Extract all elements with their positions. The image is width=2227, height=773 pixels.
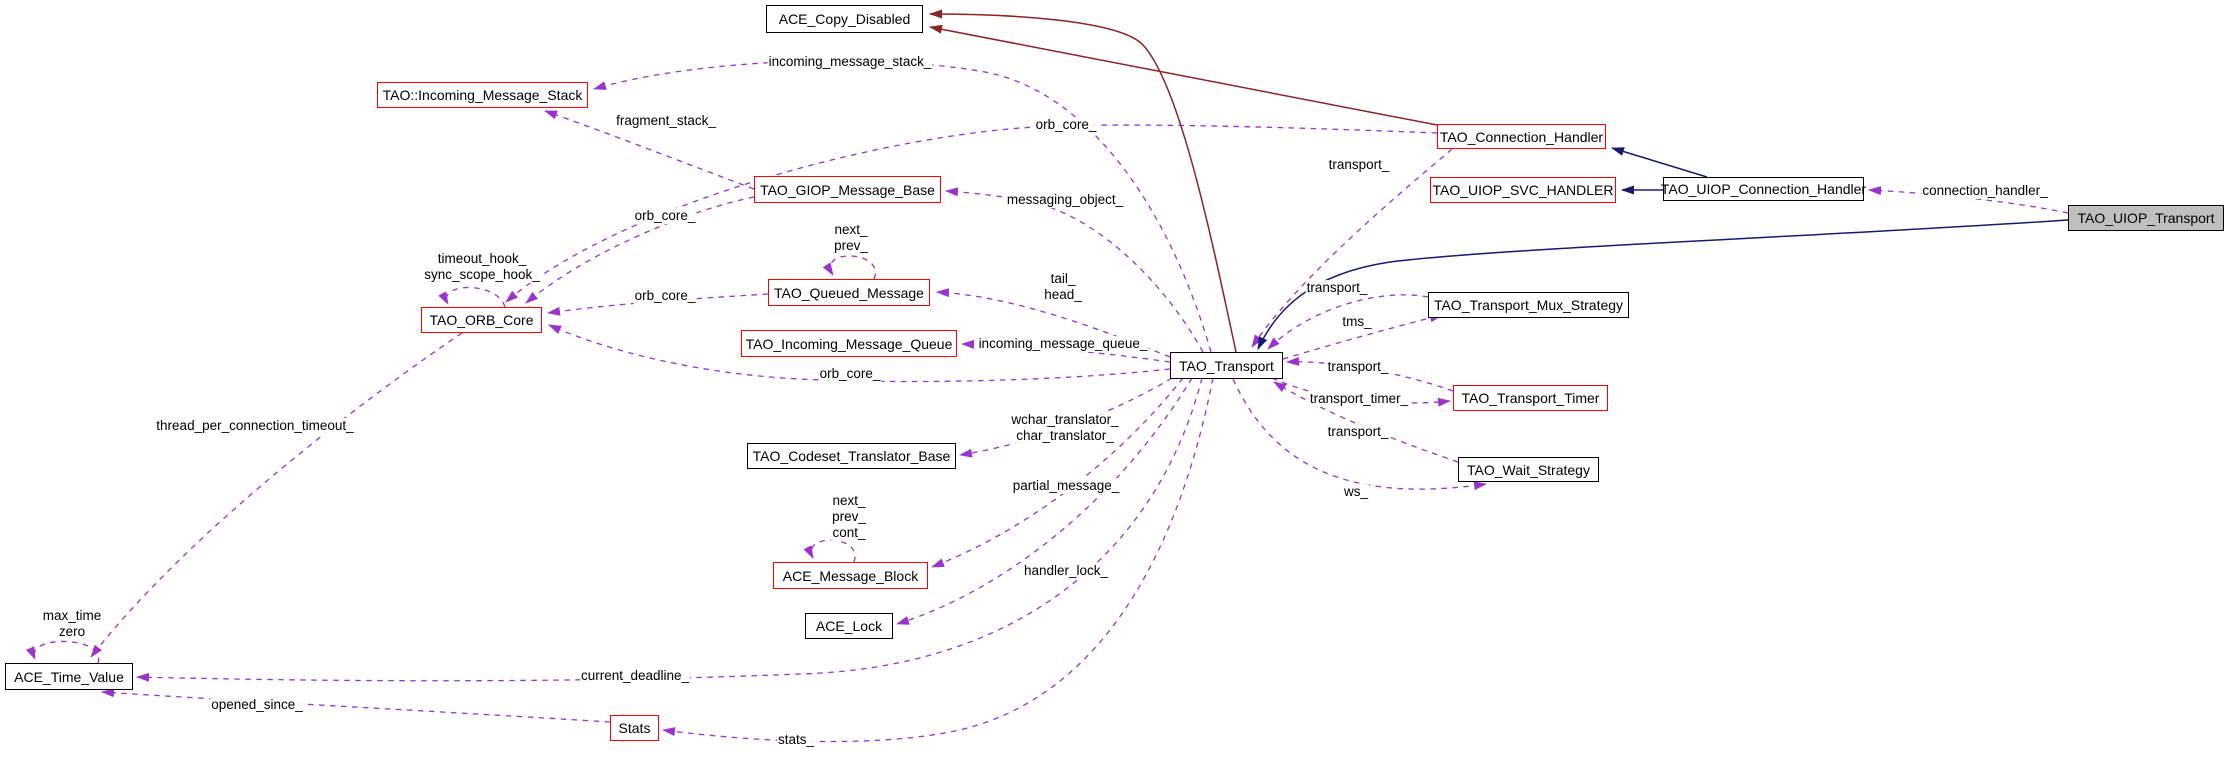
edge-label-orb-core-giop: orb_core_ [633, 208, 697, 224]
node-label: Stats [618, 720, 651, 736]
edge-label-wchar-char: wchar_translator_ char_translator_ [1010, 412, 1120, 444]
edge-transport-to-wait_strategy [1232, 378, 1487, 491]
edge-connection_handler-to-transport [1251, 148, 1453, 348]
edge-queued_message-to-queued_message [822, 255, 877, 280]
node-orb_core[interactable]: TAO_ORB_Core [421, 307, 542, 333]
edge-label-orb-core-transport: orb_core_ [818, 366, 882, 382]
edge-label-timeout-sync: timeout_hook_ sync_scope_hook_ [423, 251, 541, 283]
node-label: TAO_Transport_Mux_Strategy [1433, 297, 1624, 313]
edge-label-tail-head: tail_ head_ [1043, 271, 1083, 303]
edge-uiop_transport-to-transport [1257, 219, 2069, 350]
edge-label-tms: tms_ [1341, 314, 1373, 330]
node-label: TAO_GIOP_Message_Base [760, 181, 935, 198]
edge-label-max-time-zero: max_time zero [41, 608, 103, 640]
node-label: TAO_Codeset_Translator_Base [752, 448, 951, 464]
edge-label-next-prev-cont: next_ prev_ cont_ [831, 493, 867, 541]
edge-uiop_connection_handler-to-connection_handler [1611, 147, 1708, 178]
edge-label-transport-timer: transport_timer_ [1308, 391, 1410, 407]
edge-transport-to-orb_core [548, 324, 1171, 383]
edge-label-incoming-message-queue: incoming_message_queue_ [977, 336, 1149, 352]
node-incoming_message_queue[interactable]: TAO_Incoming_Message_Queue [741, 330, 957, 357]
node-transport_timer[interactable]: TAO_Transport_Timer [1453, 385, 1608, 411]
node-label: TAO_Queued_Message [774, 284, 924, 301]
node-label: TAO_Wait_Strategy [1467, 461, 1590, 478]
node-label: TAO_Transport [1179, 357, 1274, 374]
node-label: TAO_Transport_Timer [1461, 390, 1600, 406]
node-transport[interactable]: TAO_Transport [1170, 352, 1283, 379]
edge-transport-to-incoming_message_queue [961, 339, 1171, 363]
edge-orb_core-to-time_value [90, 332, 463, 658]
node-queued_message[interactable]: TAO_Queued_Message [768, 279, 930, 306]
node-label: ACE_Time_Value [14, 668, 124, 685]
node-giop_message_base[interactable]: TAO_GIOP_Message_Base [754, 176, 941, 203]
edge-transport-to-giop_message_base [945, 187, 1204, 353]
edge-label-handler-lock: handler_lock_ [1022, 563, 1110, 579]
edge-orb_core-to-orb_core [438, 286, 506, 308]
edge-label-stats: stats_ [776, 732, 816, 748]
edge-transport-to-ace_copy_disabled [929, 9, 1237, 353]
node-label: TAO_Incoming_Message_Queue [745, 335, 953, 352]
node-label: TAO_ORB_Core [429, 312, 534, 328]
edge-label-transport-timer-back: transport_ [1326, 359, 1390, 375]
edge-label-transport-wait: transport_ [1326, 424, 1390, 440]
edge-label-opened-since: opened_since_ [210, 697, 304, 713]
node-label: ACE_Message_Block [782, 567, 919, 584]
node-codeset_translator[interactable]: TAO_Codeset_Translator_Base [747, 443, 956, 469]
edge-label-thread-per-connection: thread_per_connection_timeout_ [155, 418, 355, 434]
edge-transport-to-ace_lock [896, 377, 1193, 625]
edge-time_value-to-time_value [26, 640, 100, 664]
node-uiop_connection_handler[interactable]: TAO_UIOP_Connection_Handler [1660, 177, 1867, 201]
node-uiop_transport[interactable]: TAO_UIOP_Transport [2068, 205, 2224, 231]
edge-giop_message_base-to-orb_core [525, 196, 755, 304]
edge-label-transport-mux: transport_ [1305, 280, 1369, 296]
edge-transport-to-mux_strategy [1282, 313, 1443, 360]
node-label: ACE_Lock [815, 618, 883, 634]
edge-label-incoming-message-stack: incoming_message_stack_ [767, 54, 933, 70]
node-mux_strategy[interactable]: TAO_Transport_Mux_Strategy [1428, 292, 1629, 318]
node-uiop_svc_handler[interactable]: TAO_UIOP_SVC_HANDLER [1430, 177, 1616, 203]
node-label: TAO_UIOP_SVC_HANDLER [1432, 182, 1614, 198]
edge-label-orb-core-queued: orb_core_ [633, 288, 697, 304]
node-ace_copy_disabled[interactable]: ACE_Copy_Disabled [766, 5, 923, 33]
edge-label-fragment-stack: fragment_stack_ [615, 113, 717, 129]
edge-label-current-deadline: current_deadline_ [579, 668, 691, 684]
edge-label-connection-handler: connection_handler_ [1921, 183, 2049, 199]
node-stats[interactable]: Stats [610, 715, 659, 741]
node-label: TAO_UIOP_Transport [2077, 210, 2215, 226]
node-ace_lock[interactable]: ACE_Lock [805, 613, 893, 639]
edge-transport-to-stats [662, 377, 1214, 743]
node-time_value[interactable]: ACE_Time_Value [5, 663, 133, 690]
edge-message_block-to-message_block [803, 539, 856, 563]
edge-stats-to-time_value [101, 688, 611, 723]
edge-giop_message_base-to-incoming_message_stack [544, 110, 755, 190]
edge-label-orb-core-top: orb_core_ [1034, 117, 1098, 133]
edge-connection_handler-to-ace_copy_disabled [929, 24, 1438, 126]
node-label: ACE_Copy_Disabled [778, 11, 911, 27]
edge-label-next-prev: next_ prev_ [833, 222, 869, 254]
edge-label-transport-top: transport_ [1327, 157, 1391, 173]
node-message_block[interactable]: ACE_Message_Block [773, 562, 928, 589]
edge-label-messaging-object: messaging_object_ [1005, 192, 1125, 208]
node-label: TAO_Connection_Handler [1439, 128, 1604, 145]
edge-label-ws: ws_ [1342, 484, 1370, 500]
edge-transport-to-incoming_message_stack [593, 60, 1212, 353]
edge-transport-to-time_value [136, 377, 1203, 682]
edge-transport-to-transport_timer [1271, 377, 1451, 407]
node-label: TAO::Incoming_Message_Stack [382, 87, 583, 103]
node-label: TAO_UIOP_Connection_Handler [1660, 181, 1867, 197]
node-incoming_message_stack[interactable]: TAO::Incoming_Message_Stack [377, 82, 588, 108]
node-wait_strategy[interactable]: TAO_Wait_Strategy [1458, 457, 1599, 482]
edge-transport-to-message_block [931, 377, 1184, 568]
node-connection_handler[interactable]: TAO_Connection_Handler [1437, 124, 1606, 149]
edge-label-partial-message: partial_message_ [1011, 478, 1121, 494]
